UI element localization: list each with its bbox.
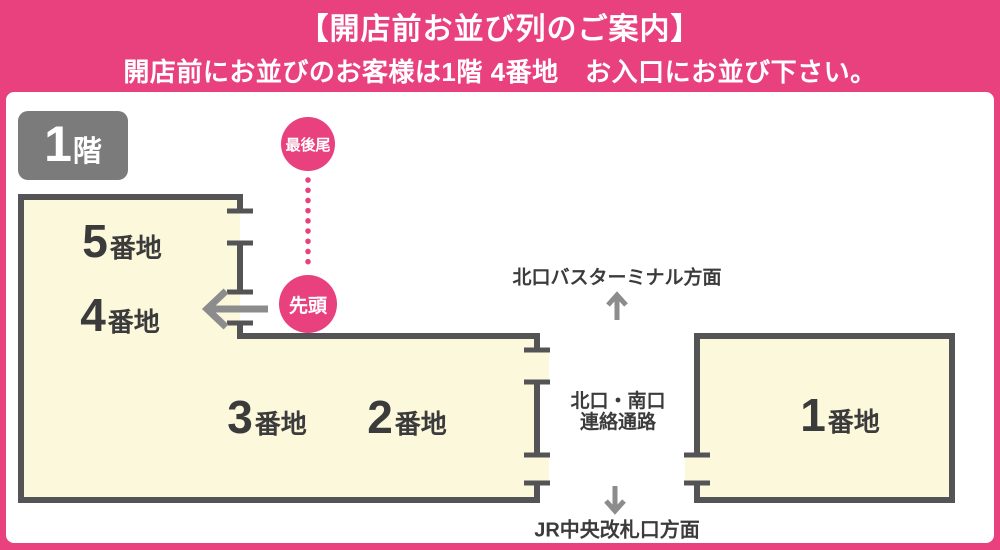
floor-number: 1 bbox=[44, 116, 72, 172]
zone-label-1: 1 番地 bbox=[800, 392, 880, 438]
queue-end-marker: 最後尾 bbox=[281, 117, 335, 171]
queue-front-label: 先頭 bbox=[288, 295, 327, 317]
queue-end-label: 最後尾 bbox=[285, 136, 331, 154]
floor-suffix: 階 bbox=[72, 136, 102, 168]
zone-number: 5 bbox=[82, 215, 108, 268]
zone-suffix: 番地 bbox=[109, 233, 162, 264]
zone-suffix: 番地 bbox=[827, 407, 880, 438]
zone-label-2: 2 番地 bbox=[367, 394, 447, 440]
zone-number: 1 bbox=[800, 389, 826, 442]
passage-label-line2: 連絡通路 bbox=[579, 412, 657, 433]
header-banner: 【開店前お並び列のご案内】 開店前にお並びのお客様は1階 4番地 お入口にお並び… bbox=[0, 0, 1000, 92]
zone-label-3: 3 番地 bbox=[227, 394, 307, 440]
zone-suffix: 番地 bbox=[254, 409, 307, 440]
zone-suffix: 番地 bbox=[394, 409, 447, 440]
zone-number: 3 bbox=[227, 391, 253, 444]
floor-badge: 1 階 bbox=[18, 111, 128, 180]
page-subtitle: 開店前にお並びのお客様は1階 4番地 お入口にお並び下さい。 bbox=[123, 56, 877, 87]
zone-number: 4 bbox=[80, 289, 106, 342]
zone-label-4: 4 番地 bbox=[80, 292, 160, 338]
zone-label-5: 5 番地 bbox=[82, 218, 162, 264]
bus-terminal-direction-label: 北口バスターミナル方面 bbox=[512, 267, 722, 289]
jr-gate-direction-label: JR中央改札口方面 bbox=[534, 519, 700, 542]
page-title: 【開店前お並び列のご案内】 bbox=[298, 12, 702, 46]
passage-label-line1: 北口・南口 bbox=[570, 391, 666, 412]
queue-front-marker: 先頭 bbox=[279, 275, 337, 333]
zone-number: 2 bbox=[367, 391, 393, 444]
passage-label: 北口・南口 連絡通路 bbox=[570, 391, 665, 433]
zone-suffix: 番地 bbox=[107, 307, 160, 338]
